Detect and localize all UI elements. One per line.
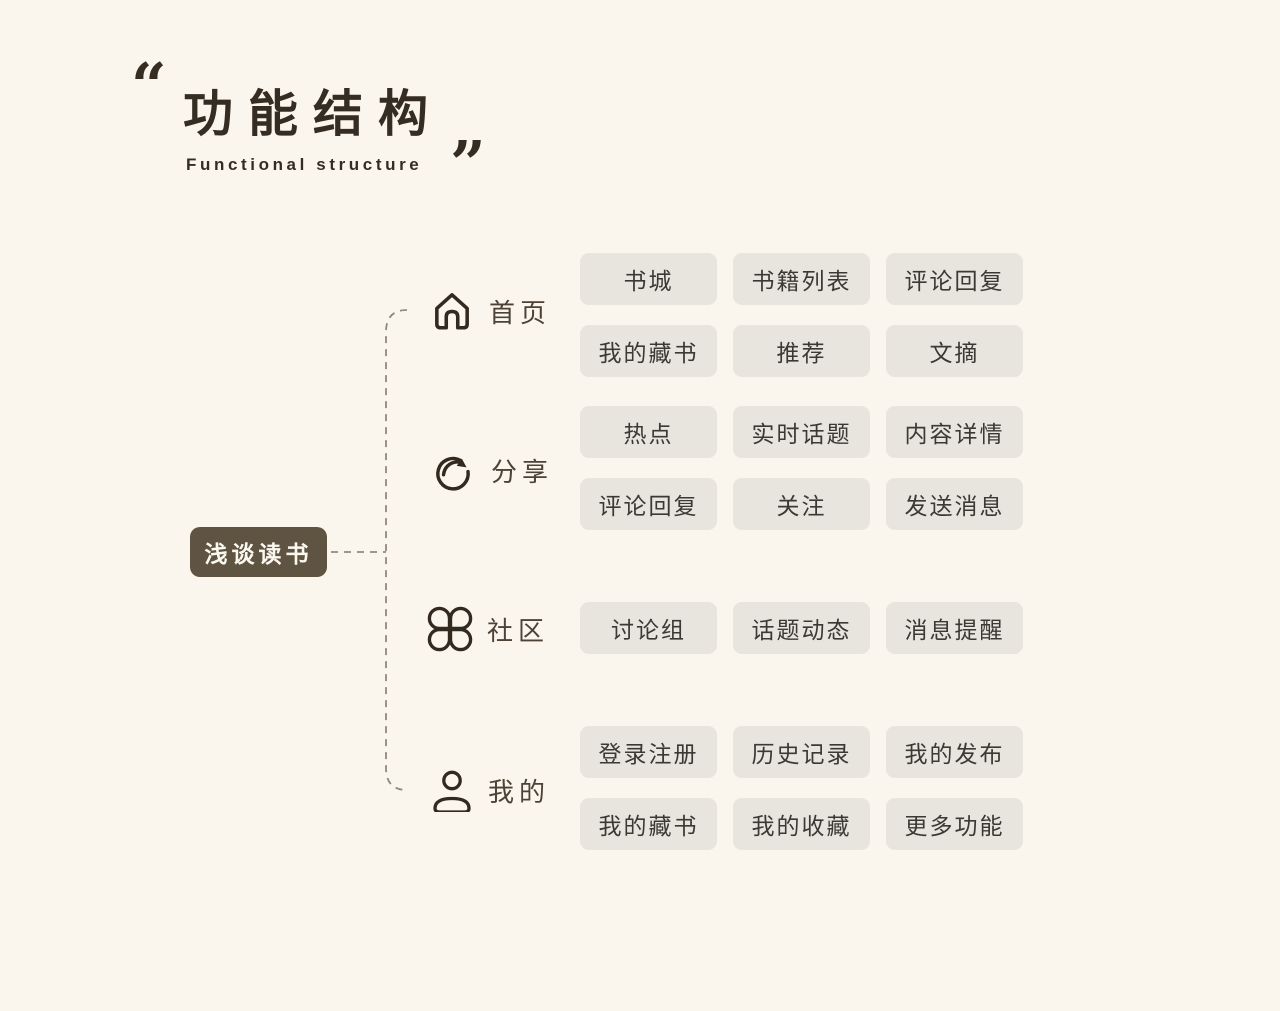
branch-home: 首页 (429, 288, 551, 334)
page-title: 功能结构 (183, 86, 443, 142)
tree-node: 更多功能 (886, 798, 1023, 850)
share-node-group: 热点 实时话题 内容详情 评论回复 关注 发送消息 (580, 406, 1023, 530)
tree-node: 我的藏书 (580, 798, 717, 850)
open-quote-mark: “ (131, 49, 167, 122)
tree-node: 我的发布 (886, 726, 1023, 778)
share-icon (436, 456, 470, 491)
tree-node: 书城 (580, 253, 717, 305)
user-icon (433, 770, 471, 812)
close-quote-mark: ” (450, 127, 486, 200)
tree-node: 评论回复 (886, 253, 1023, 305)
tree-node: 评论回复 (580, 478, 717, 530)
community-node-group: 讨论组 话题动态 消息提醒 (580, 602, 1023, 654)
home-node-group: 书城 书籍列表 评论回复 我的藏书 推荐 文摘 (580, 253, 1023, 377)
branch-home-label: 首页 (489, 297, 552, 328)
tree-node: 登录注册 (580, 726, 717, 778)
branch-mine-label: 我的 (488, 776, 551, 807)
tree-node: 书籍列表 (733, 253, 870, 305)
tree-node: 热点 (580, 406, 717, 458)
tree-node: 发送消息 (886, 478, 1023, 530)
branch-share-label: 分享 (491, 456, 554, 487)
tree-node: 内容详情 (886, 406, 1023, 458)
tree-node: 话题动态 (733, 602, 870, 654)
tree-node: 消息提醒 (886, 602, 1023, 654)
branch-community: 社区 (427, 606, 549, 652)
root-node: 浅谈读书 (190, 527, 327, 577)
branch-mine: 我的 (430, 767, 550, 813)
home-icon (435, 293, 469, 330)
tree-node: 推荐 (733, 325, 870, 377)
branch-spine-line (385, 309, 408, 791)
page-subtitle: Functional structure (186, 155, 423, 174)
tree-node: 历史记录 (733, 726, 870, 778)
clover-icon (427, 606, 473, 652)
tree-node: 我的藏书 (580, 325, 717, 377)
branch-community-label: 社区 (487, 615, 550, 646)
branch-share: 分享 (431, 447, 553, 493)
mine-node-group: 登录注册 历史记录 我的发布 我的藏书 我的收藏 更多功能 (580, 726, 1023, 850)
tree-node: 实时话题 (733, 406, 870, 458)
tree-node: 关注 (733, 478, 870, 530)
tree-node: 我的收藏 (733, 798, 870, 850)
tree-node: 讨论组 (580, 602, 717, 654)
tree-node: 文摘 (886, 325, 1023, 377)
